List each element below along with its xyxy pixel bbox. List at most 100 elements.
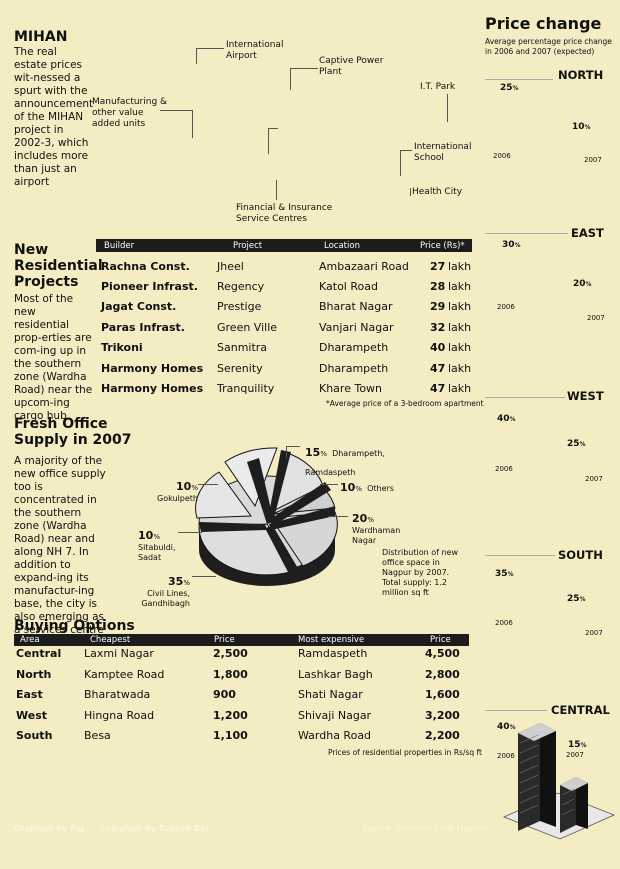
price-cell: 47 — [430, 382, 446, 395]
residential-table-header: Builder Project Location Price (Rs)* — [96, 239, 472, 252]
pie-name-sitabuldi: Sitabuldi, Sadat — [138, 543, 176, 562]
pie-pct-wardhaman: 20 — [352, 512, 368, 525]
expensive-cell: Wardha Road — [298, 729, 372, 742]
north-2007-value: 10% — [572, 122, 591, 132]
west-2006-value: 40% — [497, 414, 516, 424]
exp-price-cell: 1,600 — [425, 688, 460, 701]
exp-price-cell: 4,500 — [425, 647, 460, 660]
value: 40 — [497, 414, 510, 424]
office-pie-chart — [195, 447, 338, 586]
pct-sign: % — [580, 742, 587, 749]
area-cell: West — [16, 709, 48, 722]
office-text: A majority of the new office supply too … — [14, 455, 106, 636]
north-2007-year: 2007 — [584, 156, 602, 164]
residential-title: New Residential Projects — [14, 242, 103, 290]
power-plant-label: Captive Power Plant — [319, 56, 384, 77]
residential-row: Rachna Const. Jheel Ambazaari Road 27 la… — [96, 257, 472, 277]
pie-pct-gokulpeth: 10 — [176, 480, 192, 493]
residential-row: Harmony Homes Serenity Dharampeth 47 lak… — [96, 359, 472, 379]
exp-price-cell: 2,800 — [425, 668, 460, 681]
value: 25 — [500, 83, 513, 93]
region-central: CENTRAL — [551, 703, 610, 717]
east-2007-value: 20% — [573, 279, 592, 289]
pie-label-sitabuldi: 10% Sitabuldi, Sadat — [138, 524, 178, 563]
residential-row: Harmony Homes Tranquility Khare Town 47 … — [96, 379, 472, 399]
area-cell: Central — [16, 647, 62, 660]
south-2006-year: 2006 — [495, 619, 513, 627]
east-rule — [485, 233, 568, 234]
buying-row: North Kamptee Road 1,800 Lashkar Bagh 2,… — [14, 665, 469, 685]
pie-label-civil-lines: 35% Civil Lines, Gandhibagh — [140, 570, 190, 609]
residential-row: Pioneer Infrast. Regency Katol Road 28 l… — [96, 277, 472, 297]
pie-name-dharampeth: Dharampeth, Ramdaspeth — [305, 449, 385, 477]
builder-cell: Rachna Const. — [101, 260, 190, 273]
cheap-price-cell: 1,800 — [213, 668, 248, 681]
pie-slice-sitabuldi — [195, 471, 252, 519]
col-cheap-price: Price — [214, 635, 235, 645]
office-title: Fresh Office Supply in 2007 — [14, 416, 132, 448]
unit-cell: lakh — [448, 300, 472, 313]
pie-name-gokulpeth: Gokulpeth — [157, 494, 198, 503]
region-west: WEST — [567, 389, 604, 403]
expensive-cell: Lashkar Bagh — [298, 668, 373, 681]
value: 20 — [573, 279, 586, 289]
project-cell: Tranquility — [217, 382, 275, 395]
manufacturing-label: Manufacturing & other value added units — [92, 97, 168, 129]
value: 25 — [567, 594, 580, 604]
pct-sign: % — [191, 484, 198, 492]
cheap-price-cell: 2,500 — [213, 647, 248, 660]
central-towers-illustration — [502, 723, 616, 840]
value: 40 — [497, 722, 510, 732]
value: 10 — [572, 122, 585, 132]
builder-cell: Harmony Homes — [101, 362, 204, 375]
residential-row: Paras Infrast. Green Ville Vanjari Nagar… — [96, 318, 472, 338]
location-cell: Katol Road — [319, 280, 378, 293]
col-builder: Builder — [104, 241, 135, 251]
pie-pct-sitabuldi: 10 — [138, 529, 154, 542]
cheap-price-cell: 1,200 — [213, 709, 248, 722]
airport-label: International Airport — [226, 40, 284, 61]
pct-sign: % — [320, 450, 327, 458]
pie-pct-dharampeth: 15 — [305, 446, 321, 459]
pct-sign: % — [514, 242, 521, 249]
pct-sign: % — [153, 533, 160, 541]
pct-sign: % — [355, 485, 362, 493]
pie-name-wardhaman: Wardhaman Nagar — [352, 526, 401, 545]
project-cell: Green Ville — [217, 321, 278, 334]
buying-row: West Hingna Road 1,200 Shivaji Nagar 3,2… — [14, 706, 469, 726]
buying-row: Central Laxmi Nagar 2,500 Ramdaspeth 4,5… — [14, 644, 469, 664]
col-exp-price: Price — [430, 635, 451, 645]
cheap-price-cell: 1,100 — [213, 729, 248, 742]
buying-table-header: Area Cheapest Price Most expensive Price — [14, 634, 469, 646]
value: 15 — [568, 740, 581, 750]
west-rule — [485, 397, 565, 398]
pct-sign: % — [579, 596, 586, 603]
pct-sign: % — [183, 579, 190, 587]
north-rule — [485, 79, 553, 80]
pct-sign: % — [512, 85, 519, 92]
builder-cell: Harmony Homes — [101, 382, 204, 395]
area-cell: East — [16, 688, 43, 701]
region-south: SOUTH — [558, 548, 603, 562]
pct-sign: % — [584, 124, 591, 131]
east-2007-year: 2007 — [587, 314, 605, 322]
residential-row: Trikoni Sanmitra Dharampeth 40 lakh — [96, 338, 472, 358]
expensive-cell: Shati Nagar — [298, 688, 363, 701]
pie-pct-others: 10 — [340, 481, 356, 494]
pie-label-wardhaman: 20% Wardhaman Nagar — [352, 507, 402, 546]
buying-note: Prices of residential properties in Rs/s… — [328, 748, 482, 757]
price-change-title: Price change — [485, 14, 602, 33]
exp-price-cell: 3,200 — [425, 709, 460, 722]
east-2006-year: 2006 — [497, 303, 515, 311]
pct-sign: % — [509, 416, 516, 423]
area-cell: North — [16, 668, 52, 681]
central-rule — [485, 710, 547, 711]
mihan-text: The real estate prices wit-nessed a spur… — [14, 46, 94, 188]
north-2006-value: 25% — [500, 83, 519, 93]
location-cell: Ambazaari Road — [319, 260, 409, 273]
region-north: NORTH — [558, 68, 604, 82]
credit-source: Source: Trammell Crow Meghraj — [362, 824, 490, 833]
cheapest-cell: Laxmi Nagar — [84, 647, 154, 660]
residential-text: Most of the new residential prop-erties … — [14, 293, 93, 422]
expensive-cell: Shivaji Nagar — [298, 709, 372, 722]
